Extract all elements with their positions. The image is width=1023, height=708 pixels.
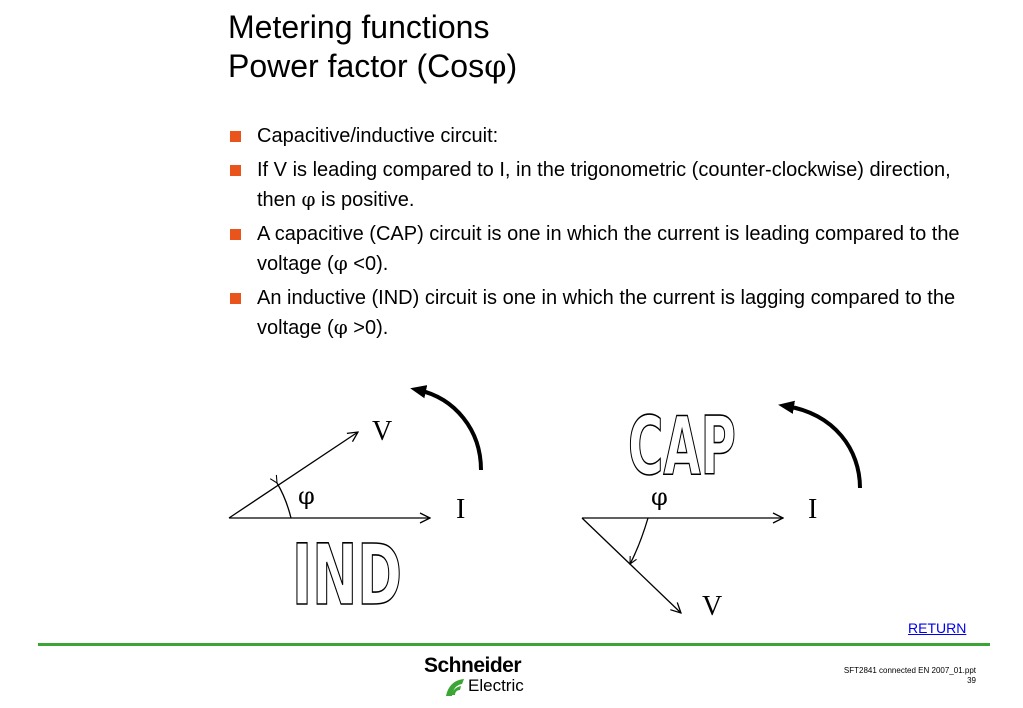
cap-voltage-vector <box>581 517 681 613</box>
logo-word-schneider: Schneider <box>424 654 522 677</box>
bullet-item: A capacitive (CAP) circuit is one in whi… <box>228 220 988 279</box>
bullet-square-icon <box>230 293 241 304</box>
cap-label-v: V <box>702 591 722 622</box>
ind-voltage-vector <box>228 432 358 519</box>
bullet-text-end: is positive. <box>315 189 415 211</box>
title-line-1: Metering functions <box>228 9 490 45</box>
footer-page-number: 39 <box>967 676 976 685</box>
phi-symbol: φ <box>301 187 316 211</box>
bullet-text: A capacitive (CAP) circuit is one in whi… <box>257 223 960 275</box>
ind-rotation-arrow-icon <box>410 385 483 471</box>
cap-diagram: V I φ CAP <box>581 399 862 622</box>
bullet-square-icon <box>230 131 241 142</box>
ind-label-phi: φ <box>298 482 315 510</box>
title-line-2: Power factor (Cosφ) <box>228 47 517 86</box>
slide-title: Metering functions Power factor (Cosφ) <box>228 8 517 86</box>
bullet-text: Capacitive/inductive circuit: <box>257 125 499 147</box>
bullet-square-icon <box>230 165 241 176</box>
ind-angle-arc <box>277 483 292 519</box>
footer-filename: SFT2841 connected EN 2007_01.ppt <box>843 666 976 675</box>
cap-label-phi: φ <box>651 483 668 511</box>
phi-symbol: φ <box>333 315 348 339</box>
bullet-text: An inductive (IND) circuit is one in whi… <box>257 287 956 339</box>
cap-angle-arc <box>629 517 649 564</box>
bullet-square-icon <box>230 229 241 240</box>
footer-divider <box>38 643 990 646</box>
cap-type-label: CAP <box>628 400 736 493</box>
cap-rotation-arrow-icon <box>778 400 862 489</box>
ind-label-i: I <box>456 494 465 525</box>
ind-type-label: IND <box>292 526 402 624</box>
title-line-2-text: Power factor (Cos <box>228 48 485 84</box>
bullet-item: Capacitive/inductive circuit: <box>228 122 988 151</box>
ind-label-v: V <box>372 416 392 447</box>
bullet-list: Capacitive/inductive circuit: If V is le… <box>228 122 988 348</box>
footer-info: SFT2841 connected EN 2007_01.ppt 39 <box>844 666 976 686</box>
phi-symbol: φ <box>484 47 507 85</box>
cap-label-i: I <box>808 494 817 525</box>
ind-diagram: V I φ IND <box>228 385 483 625</box>
schneider-electric-logo: Schneider Electric <box>418 654 538 700</box>
bullet-item: If V is leading compared to I, in the tr… <box>228 156 988 215</box>
bullet-text-end: <0). <box>347 253 389 275</box>
bullet-text-end: >0). <box>347 317 389 339</box>
bullet-text: If V is leading compared to I, in the tr… <box>257 159 951 211</box>
bullet-item: An inductive (IND) circuit is one in whi… <box>228 284 988 343</box>
logo-word-electric: Electric <box>468 676 524 695</box>
return-link[interactable]: RETURN <box>908 620 967 636</box>
logo-swoosh-icon <box>446 679 464 696</box>
title-line-2-close: ) <box>506 48 518 84</box>
phi-symbol: φ <box>333 251 348 275</box>
